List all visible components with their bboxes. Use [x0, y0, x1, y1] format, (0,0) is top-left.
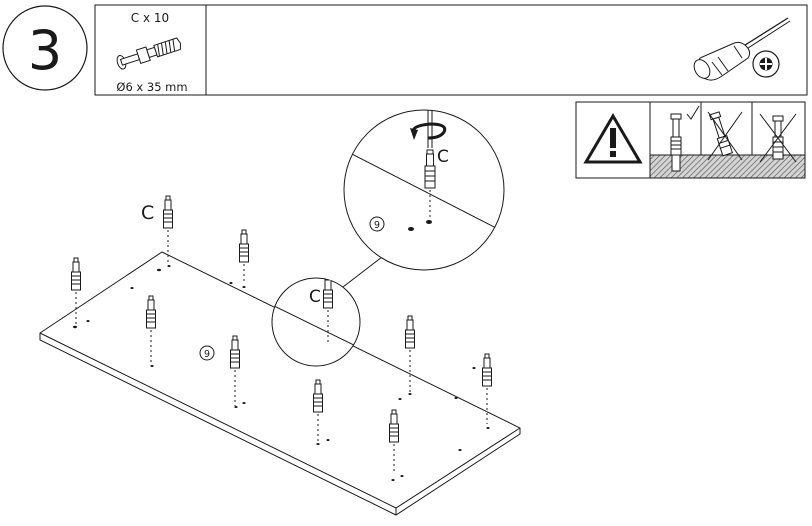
cam-bolt [163, 195, 173, 262]
part-size-label: Ø6 x 35 mm [116, 80, 187, 94]
parts-header: C x 10 Ø6 x 35 mm [94, 4, 808, 96]
cam-bolts [71, 195, 492, 474]
screwdriver-icon [693, 17, 791, 81]
phillips-bit-icon [752, 50, 780, 78]
warning-triangle-icon [583, 113, 643, 164]
cam-bolt [482, 353, 492, 424]
incorrect-loose-icon [759, 113, 797, 163]
magnifier-connector [342, 256, 383, 288]
hole-ref-board: 9 [204, 349, 210, 360]
cam-bolt [239, 229, 249, 284]
step-badge: 3 [2, 5, 88, 91]
cam-bolt [313, 379, 323, 442]
hole-ref-badge-large: 9 [369, 216, 385, 232]
step-number: 3 [28, 19, 62, 82]
detail-small-part-letter: C [309, 287, 321, 307]
correct-install-icon [670, 105, 700, 172]
hole-ref-badge-board: 9 [199, 345, 215, 361]
cam-bolt-icon [116, 37, 181, 70]
board-panel [39, 251, 521, 516]
rotate-arrow-icon [410, 122, 447, 140]
installation-warning-panel [575, 101, 806, 179]
incorrect-tilted-icon [707, 111, 743, 161]
board-part-letter: C [141, 202, 154, 224]
detail-large-part-letter: C [437, 147, 449, 167]
part-quantity-label: C x 10 [131, 11, 169, 25]
cam-bolt [230, 335, 240, 406]
cam-bolt [389, 409, 399, 474]
cam-bolt [146, 295, 156, 364]
detail-circle-large: C 9 [343, 109, 505, 271]
cam-bolt [71, 257, 81, 324]
detail-circle-small: C [271, 277, 361, 367]
cam-bolt [405, 315, 415, 392]
hole-ref-large: 9 [374, 220, 380, 231]
